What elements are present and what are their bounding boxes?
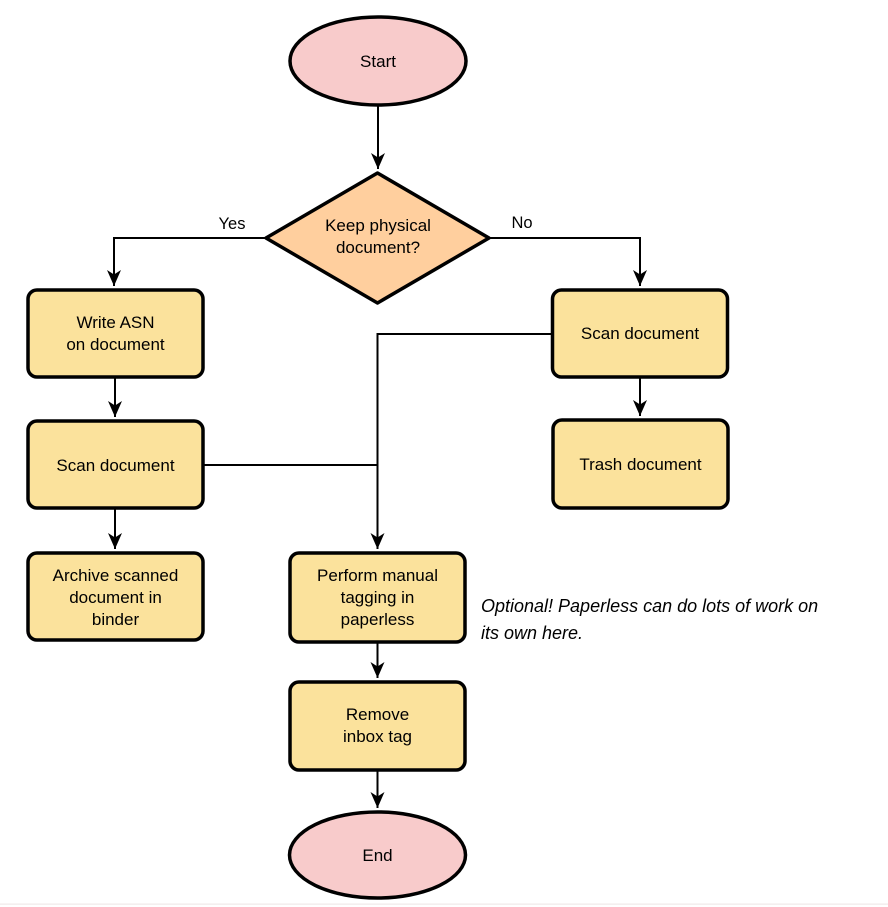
- node-manual-tagging: Perform manual tagging in paperless: [288, 551, 467, 644]
- node-scan-document-right: Scan document: [550, 288, 730, 379]
- edges: Yes No: [107, 105, 647, 808]
- tagging-label-line2: tagging in: [341, 588, 415, 607]
- scan-left-process-shape: [26, 419, 205, 510]
- node-end: End: [287, 810, 468, 900]
- write-asn-process-shape: [26, 288, 205, 379]
- end-label: End: [362, 846, 392, 865]
- archive-process-shape: [26, 551, 205, 642]
- write-asn-label-line2: on document: [66, 335, 165, 354]
- decision-diamond-shape: [264, 171, 491, 305]
- node-decision-keep-physical: Keep physical document?: [264, 171, 491, 305]
- start-label: Start: [360, 52, 396, 71]
- scan-right-process-shape: [550, 288, 730, 379]
- edge-label-yes: Yes: [219, 215, 246, 233]
- bottom-rule-divider: [0, 903, 888, 905]
- trash-process-shape: [551, 418, 730, 510]
- write-asn-label-line1: Write ASN: [76, 313, 154, 332]
- edge-decision-no-to-scan-right: [489, 237, 647, 286]
- tagging-label-line3: paperless: [341, 610, 415, 629]
- trash-label: Trash document: [579, 455, 701, 474]
- edge-scan-right-to-tagging: [370, 333, 552, 549]
- start-terminal-shape: [288, 15, 468, 107]
- decision-label-line2: document?: [336, 238, 420, 257]
- annotation-line1: Optional! Paperless can do lots of work …: [481, 596, 818, 616]
- remove-inbox-label-line1: Remove: [346, 705, 409, 724]
- decision-label-line1: Keep physical: [325, 216, 431, 235]
- archive-label-line2: document in: [69, 588, 162, 607]
- node-scan-document-left: Scan document: [26, 419, 205, 510]
- node-start: Start: [288, 15, 468, 107]
- remove-inbox-process-shape: [288, 680, 467, 772]
- node-remove-inbox-tag: Remove inbox tag: [288, 680, 467, 772]
- node-write-asn: Write ASN on document: [26, 288, 205, 379]
- tagging-label-line1: Perform manual: [317, 566, 438, 585]
- node-trash-document: Trash document: [551, 418, 730, 510]
- tagging-process-shape: [288, 551, 467, 644]
- annotation-line2: its own here.: [481, 623, 583, 643]
- remove-inbox-label-line2: inbox tag: [343, 727, 412, 746]
- end-terminal-shape: [287, 810, 468, 900]
- edge-label-no: No: [511, 214, 532, 232]
- archive-label-line3: binder: [92, 610, 140, 629]
- edge-decision-yes-to-write-asn: [107, 237, 266, 286]
- scan-right-label: Scan document: [581, 324, 699, 343]
- annotation-note: Optional! Paperless can do lots of work …: [481, 596, 818, 643]
- archive-label-line1: Archive scanned: [53, 566, 179, 585]
- scan-left-label: Scan document: [56, 456, 174, 475]
- node-archive-in-binder: Archive scanned document in binder: [26, 551, 205, 642]
